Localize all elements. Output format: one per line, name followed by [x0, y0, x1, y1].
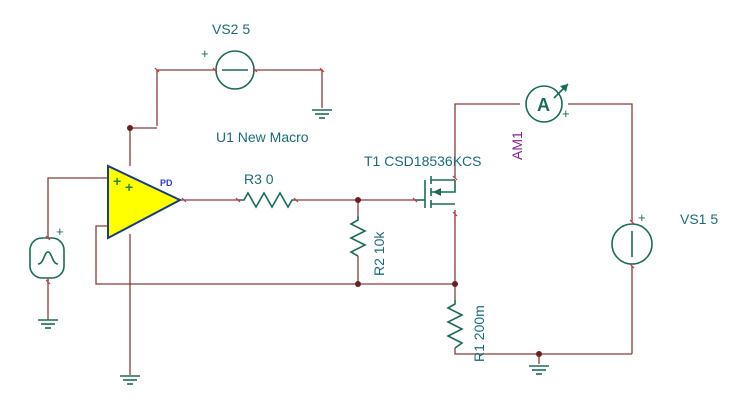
- vs1-body: [611, 223, 653, 265]
- sine-wave-icon: [37, 251, 59, 265]
- vs1-polarity: +: [638, 210, 646, 225]
- u1-label: U1 New Macro: [216, 129, 309, 145]
- junction-dot: [127, 125, 133, 131]
- wire-input: [47, 177, 108, 238]
- ground-symbol: [120, 375, 140, 385]
- r2-resistor[interactable]: R2 10k: [349, 216, 387, 276]
- junction-dot: [536, 351, 542, 357]
- wires: [47, 69, 633, 375]
- wire-am-vs1: [568, 103, 633, 222]
- sine-polarity: +: [56, 224, 64, 239]
- ground-symbol: [38, 319, 58, 329]
- r1-zigzag: [446, 300, 464, 349]
- vs2-label: VS2 5: [212, 21, 250, 37]
- opamp-plus-mark: +: [125, 179, 133, 195]
- vs2-source[interactable]: + VS2 5: [201, 21, 255, 90]
- ammeter-polarity: +: [562, 106, 570, 121]
- body-lead: [431, 180, 456, 193]
- junctions: [127, 125, 542, 357]
- u1-opamp[interactable]: + + PD U1 New Macro: [107, 129, 309, 240]
- mosfet-arrow-icon: [433, 188, 441, 196]
- t1-mosfet[interactable]: T1 CSD18536KCS: [364, 153, 482, 208]
- r1-resistor[interactable]: R1 200m: [446, 300, 487, 362]
- r1-label: R1 200m: [471, 305, 487, 362]
- t1-label: T1 CSD18536KCS: [364, 153, 482, 169]
- wire-r1-bottom: [454, 348, 632, 355]
- r3-label: R3 0: [244, 171, 274, 187]
- ground-symbol: [529, 365, 549, 375]
- ammeter-body: [525, 85, 563, 123]
- r3-resistor[interactable]: R3 0: [238, 171, 296, 209]
- vs1-source[interactable]: + VS1 5: [611, 210, 718, 265]
- wire-vs2-right: [255, 69, 323, 108]
- ammeter-symbol: A: [537, 95, 550, 115]
- sine-source[interactable]: +: [29, 224, 65, 279]
- opamp-pd-label: PD: [160, 178, 173, 188]
- ground-symbol: [312, 109, 332, 119]
- wire-vs2-left: [156, 69, 215, 126]
- opamp-plus-mark: +: [113, 173, 121, 189]
- vs2-polarity: +: [201, 46, 209, 61]
- wire-drain: [454, 103, 520, 178]
- junction-dot: [355, 281, 361, 287]
- wire-feedback: [95, 225, 455, 285]
- r2-label: R2 10k: [371, 231, 387, 276]
- ammeter-arrow-icon: [560, 84, 568, 92]
- pin-markers: [45, 67, 635, 285]
- junction-dot: [452, 281, 458, 287]
- sine-source-body: [29, 237, 65, 279]
- r2-zigzag: [349, 216, 367, 257]
- junction-dot: [355, 197, 361, 203]
- opamp-triangle: [107, 164, 183, 240]
- r3-zigzag: [238, 191, 296, 209]
- vs1-label: VS1 5: [680, 211, 718, 227]
- vs2-body: [215, 50, 255, 90]
- am1-ammeter[interactable]: A + AM1: [509, 83, 570, 160]
- am1-label: AM1: [509, 131, 525, 160]
